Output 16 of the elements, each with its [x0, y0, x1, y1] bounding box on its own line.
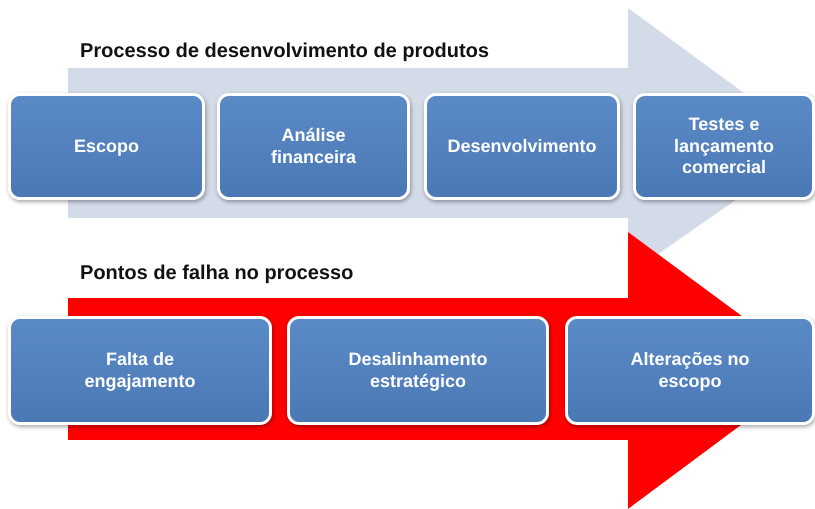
box-label: Desenvolvimento — [447, 136, 597, 158]
process-box — [287, 316, 549, 425]
box-label: Desalinhamento estratégico — [347, 348, 489, 392]
process-box — [633, 93, 815, 200]
heading: Pontos de falha no processo — [80, 262, 354, 285]
process-box — [424, 93, 620, 200]
box-label: Testes e lançamento comercial — [672, 114, 776, 179]
process-box — [217, 93, 410, 200]
heading: Processo de desenvolvimento de produtos — [80, 40, 489, 63]
box-label: Escopo — [74, 136, 139, 158]
process-box — [565, 316, 815, 425]
box-label: Falta de engajamento — [83, 348, 197, 392]
process-box — [8, 316, 272, 425]
process-box — [8, 93, 205, 200]
box-label: Análise financeira — [270, 124, 358, 168]
box-label: Alterações no escopo — [629, 348, 751, 392]
